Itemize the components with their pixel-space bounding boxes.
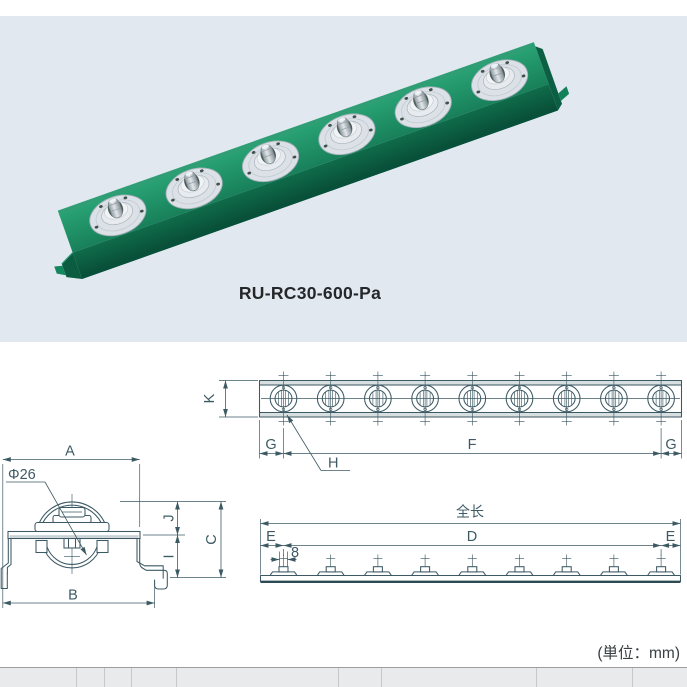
- table-header-cell: [339, 668, 382, 687]
- dim-label-j: J: [162, 514, 178, 521]
- dim-label-c: C: [204, 534, 220, 544]
- table-header-cell: [633, 668, 687, 687]
- table-header-cell: [132, 668, 177, 687]
- top-view: K G F G H: [202, 370, 683, 472]
- dim-label-e-left: E: [266, 529, 276, 545]
- dim-label-k: K: [202, 393, 218, 403]
- technical-drawing: A Φ26 B J I C: [0, 370, 683, 608]
- dim-label-total-length: 全长: [456, 504, 484, 520]
- dim-label-b: B: [68, 588, 78, 604]
- spec-table-header-row: [0, 667, 687, 687]
- dim-label-f: F: [468, 437, 477, 453]
- dim-label-i: I: [162, 554, 178, 558]
- table-header-cell: [105, 668, 132, 687]
- table-header-cell: [77, 668, 105, 687]
- cross-section-view: A Φ26 B J I C: [0, 444, 226, 608]
- table-header-cell: [0, 668, 77, 687]
- dim-label-g-left: G: [265, 437, 276, 453]
- table-header-cell: [537, 668, 633, 687]
- dim-label-a: A: [65, 444, 75, 460]
- table-header-cell: [382, 668, 537, 687]
- unit-note: (単位：mm): [597, 645, 680, 662]
- table-header-cell: [177, 668, 339, 687]
- product-photo: [54, 42, 570, 279]
- dim-label-dia26: Φ26: [8, 467, 36, 483]
- dim-label-e-right: E: [666, 529, 676, 545]
- side-view: 全长 E D E 8: [259, 504, 682, 583]
- dim-label-h: H: [328, 456, 338, 472]
- roller-rail-product: [54, 42, 570, 279]
- hero-section: RU-RC30-600-Pa: [0, 0, 687, 342]
- dim-label-8: 8: [291, 545, 299, 561]
- product-model-caption: RU-RC30-600-Pa: [238, 283, 382, 303]
- dim-label-d: D: [467, 529, 477, 545]
- dim-label-g-right: G: [665, 437, 676, 453]
